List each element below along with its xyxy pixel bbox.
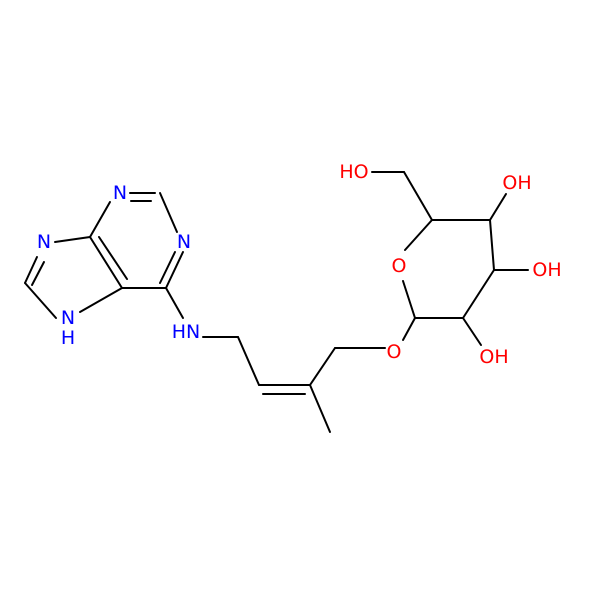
bond-ch2-ch xyxy=(237,336,260,386)
bond-c4-oh xyxy=(489,193,507,221)
atom-n-purine-3: N xyxy=(113,182,127,204)
atom-oh-c3: OH xyxy=(532,259,561,281)
bond-c-ch2o xyxy=(309,347,336,386)
bond-n7-c8 xyxy=(24,256,38,284)
bond-n1-c6 xyxy=(165,251,184,289)
atom-nh-imidazole-9: N xyxy=(61,307,75,329)
bond-o-anomeric xyxy=(402,317,416,341)
bond-ring-o-c5 xyxy=(404,219,433,251)
bond-c2-n1 xyxy=(159,192,178,233)
atom-oh-c2: OH xyxy=(479,346,508,368)
bond-n1-c6-inner xyxy=(159,251,176,284)
bond-c2-oh xyxy=(462,317,482,346)
bond-c4-n3 xyxy=(89,201,111,238)
bond-n9-c5 xyxy=(79,287,123,313)
bond-c6-nh xyxy=(165,287,184,319)
bond-c-methyl xyxy=(309,384,331,433)
bond-c5-ch2 xyxy=(403,171,433,221)
bond-c3-c2 xyxy=(462,269,495,319)
bond-n7-c8-inner xyxy=(31,261,45,286)
bond-c8-n9 xyxy=(24,282,57,319)
atom-o-ring: O xyxy=(392,255,407,277)
bond-layer xyxy=(24,171,529,433)
bond-c4-c3 xyxy=(489,219,495,271)
atom-oh-c4: OH xyxy=(502,172,531,194)
bond-c4-n7 xyxy=(54,236,91,243)
atom-oh-hydroxymethyl: HO xyxy=(339,161,368,183)
bond-c5-c4-inner xyxy=(98,236,128,280)
atom-n-imidazole-7: N xyxy=(37,231,51,253)
atom-o-ether: O xyxy=(387,341,402,363)
atom-label-layer: N N N N H HN O O HO OH OH OH xyxy=(37,161,562,368)
atom-nh-imidazole-9-hydrogen: H xyxy=(61,327,75,349)
atom-n-purine-1: N xyxy=(177,231,191,253)
bond-c5-c4 xyxy=(89,236,123,289)
bond-anomeric-ring-o xyxy=(402,280,416,319)
atom-nh-amine: HN xyxy=(172,321,201,343)
